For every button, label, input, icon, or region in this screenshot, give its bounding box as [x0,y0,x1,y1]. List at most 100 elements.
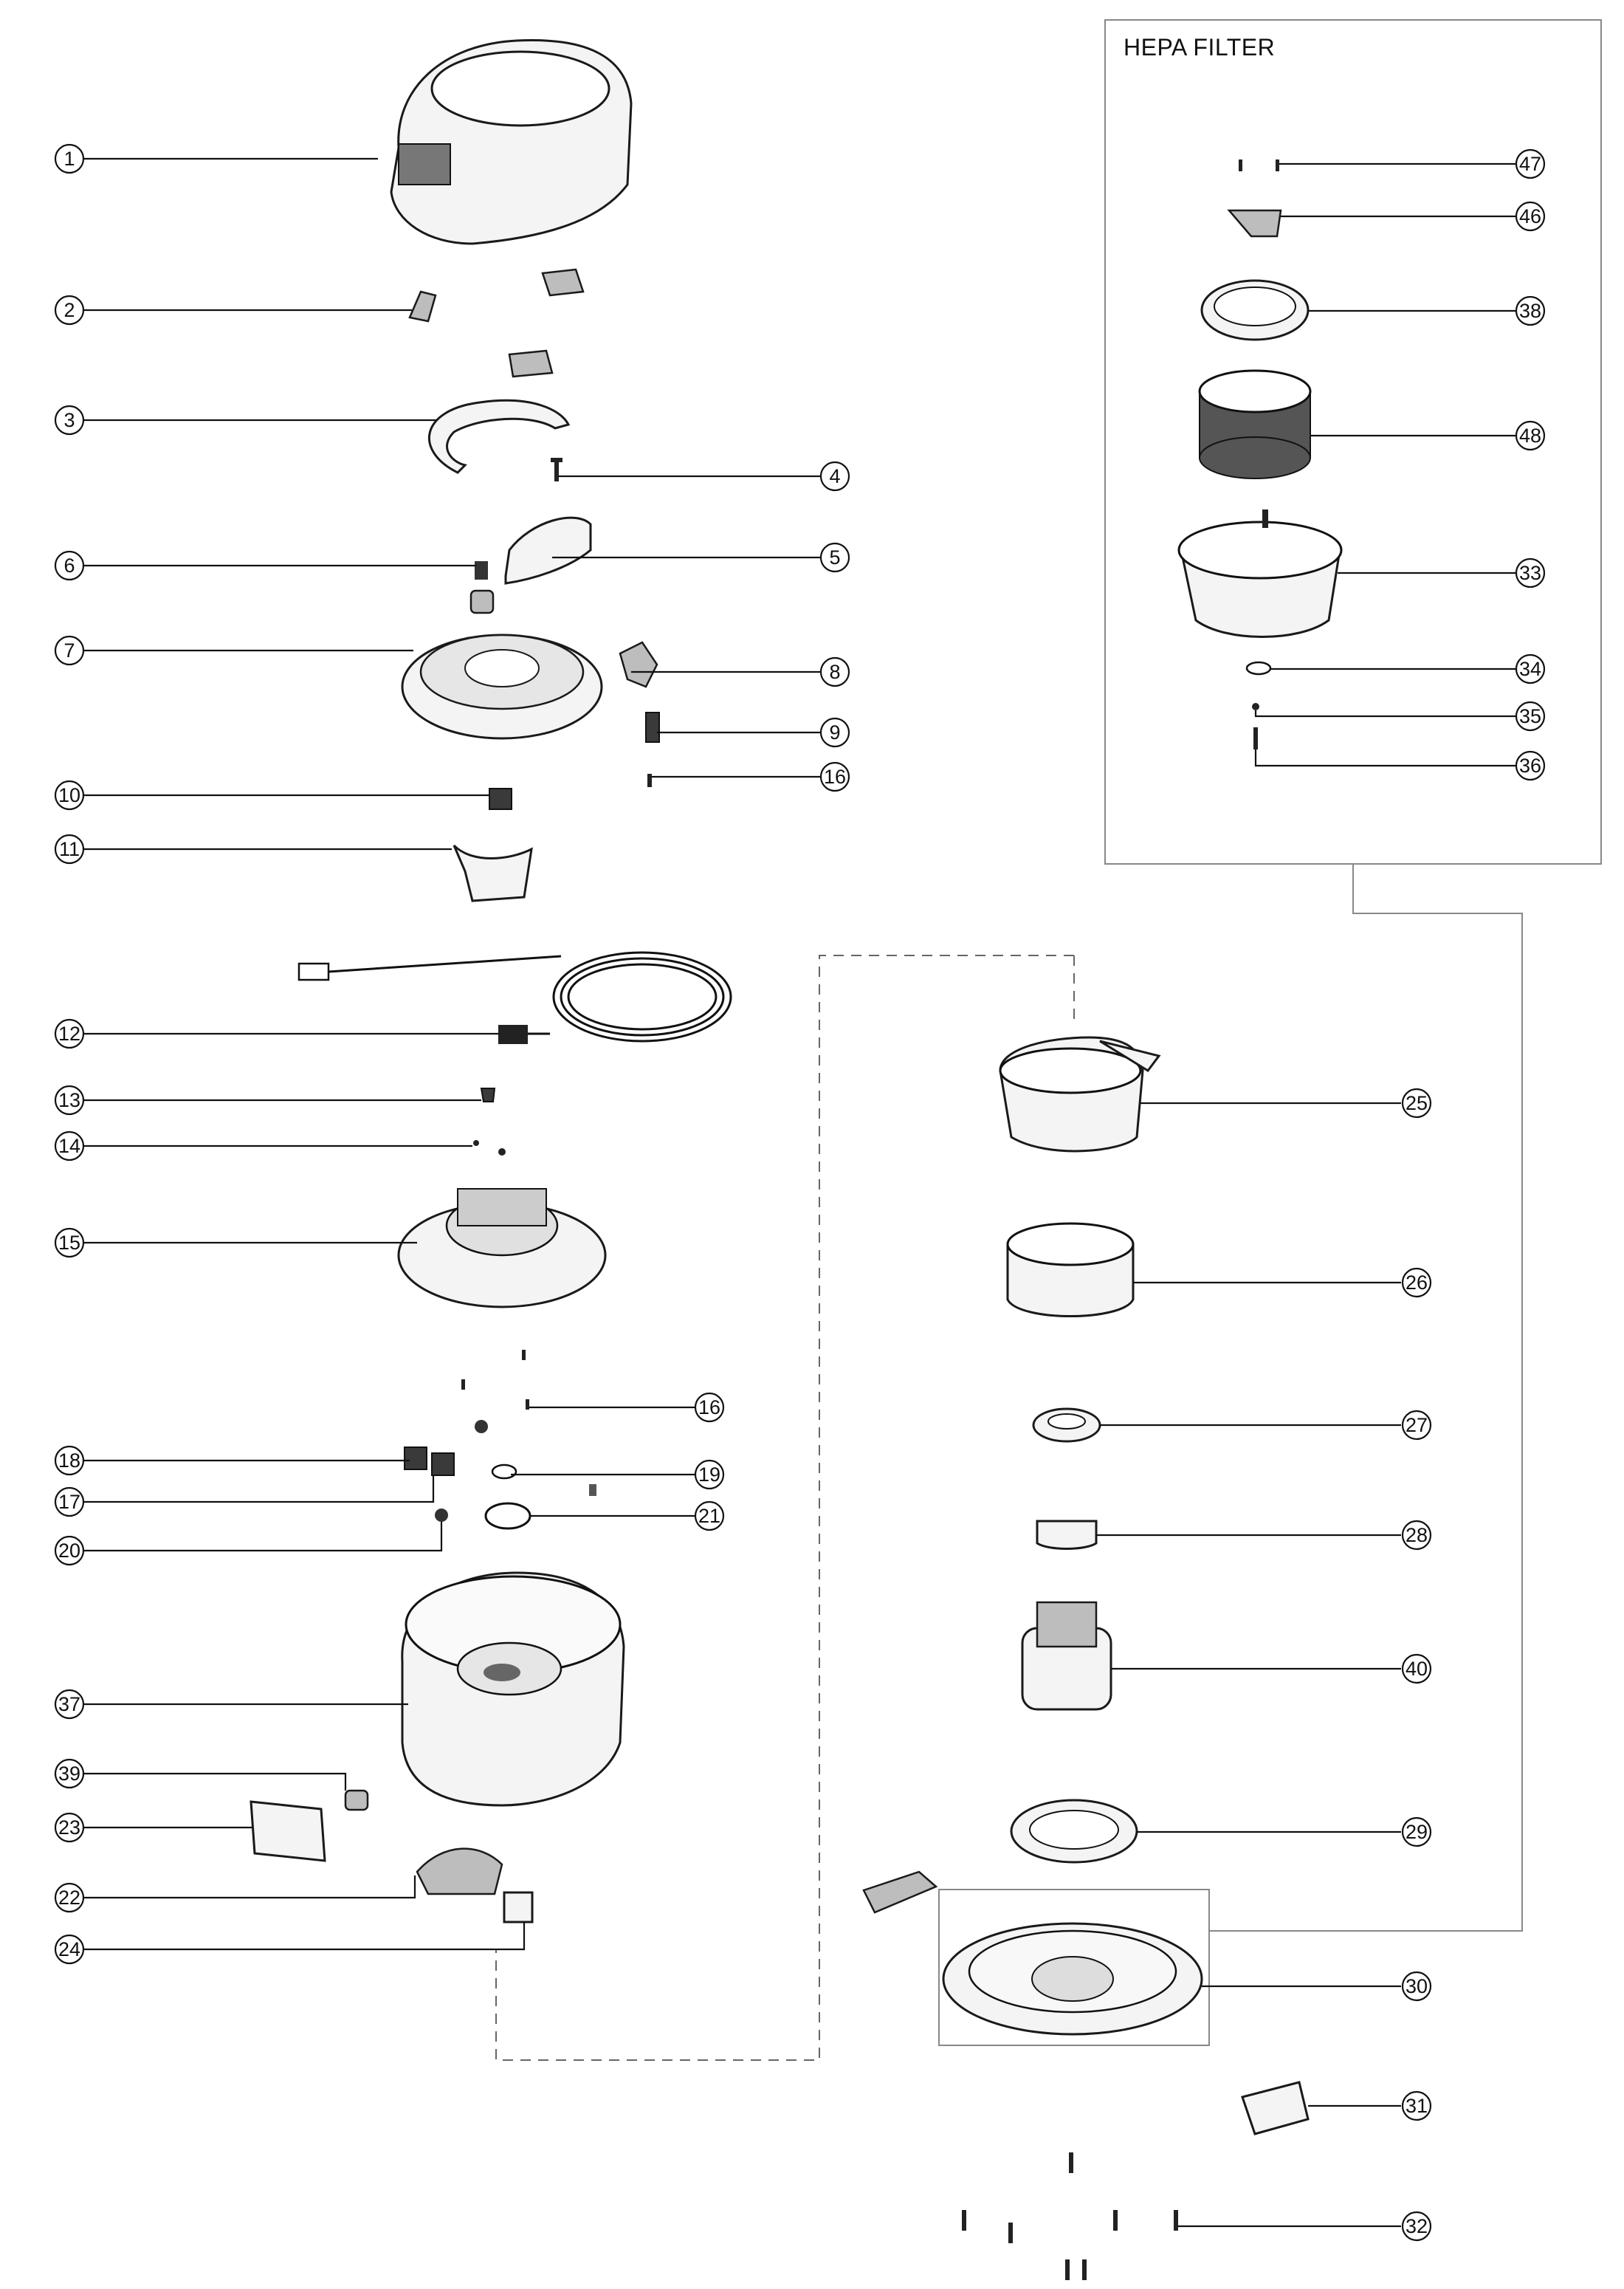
callout-29: 29 [1401,1816,1432,1847]
part-5-latch [504,516,592,585]
callout-16-lower: 16 [694,1392,725,1423]
svg-text:35: 35 [1519,705,1541,727]
svg-text:6: 6 [63,555,75,577]
part-side-bracket [862,1870,938,1914]
part-6-knob [469,561,495,614]
hepa-connector-line [1209,864,1523,1932]
part-14b-washer [498,1148,506,1156]
svg-text:39: 39 [58,1763,80,1785]
svg-text:4: 4 [829,465,840,487]
svg-text:1: 1 [63,148,75,170]
part-47-screw-b [1276,159,1279,171]
svg-text:29: 29 [1405,1821,1428,1843]
part-3-ring-clamp [428,399,571,474]
callout-22: 22 [54,1882,85,1913]
part-29-seal-ring [1010,1799,1138,1864]
part-7-mounting-disk [401,634,603,740]
svg-text:37: 37 [58,1693,80,1715]
part-10-connector [489,788,512,810]
svg-text:19: 19 [698,1463,720,1486]
part-22-grill [416,1847,503,1895]
svg-text:28: 28 [1405,1524,1428,1546]
callout-40: 40 [1401,1653,1432,1684]
base-highlight-frame [938,1889,1210,2046]
svg-text:15: 15 [58,1232,80,1254]
callout-20: 20 [54,1535,85,1566]
svg-text:20: 20 [58,1540,80,1562]
callout-33: 33 [1515,557,1546,588]
callout-35: 35 [1515,701,1546,732]
callout-14: 14 [54,1130,85,1161]
part-38-filter-gasket [1200,279,1310,341]
callout-26: 26 [1401,1267,1432,1298]
part-31-foot-clip [1241,2081,1310,2135]
callout-31: 31 [1401,2090,1432,2121]
part-28-collar [1036,1520,1098,1550]
hepa-filter-title: HEPA FILTER [1124,34,1275,61]
svg-text:3: 3 [63,409,75,431]
svg-text:12: 12 [58,1023,80,1045]
callout-23: 23 [54,1812,85,1843]
svg-text:34: 34 [1519,658,1541,680]
callout-37: 37 [54,1689,85,1720]
svg-text:9: 9 [829,721,840,744]
part-47-screw-a [1239,159,1242,171]
leader-lines [83,157,1515,2228]
part-30-base [942,1922,1203,2036]
callout-27: 27 [1401,1410,1432,1441]
part-39-bushing [344,1789,369,1811]
svg-text:36: 36 [1519,755,1541,777]
callout-8: 8 [819,656,850,687]
svg-text:7: 7 [63,639,75,662]
callout-17: 17 [54,1486,85,1517]
callout-16-upper: 16 [819,761,850,792]
assembly-dash-line-2 [495,955,1074,2061]
callout-19: 19 [694,1459,725,1490]
callout-25: 25 [1401,1088,1432,1119]
callout-39: 39 [54,1758,85,1789]
part-16-screws-cluster [461,1350,529,1433]
part-17-rocker-switch [431,1452,455,1476]
svg-text:30: 30 [1405,1975,1428,1997]
part-9-switch [645,712,660,743]
part-19-o-ring [491,1463,517,1480]
svg-text:23: 23 [58,1816,80,1839]
svg-text:8: 8 [829,661,840,683]
callout-34: 34 [1515,653,1546,684]
svg-text:10: 10 [58,784,80,806]
callout-3: 3 [54,405,85,436]
part-12-power-cord [297,951,732,1044]
callout-10: 10 [54,780,85,811]
callout-46: 46 [1515,201,1546,232]
callout-32: 32 [1401,2211,1432,2242]
part-40-motor [1021,1601,1112,1711]
part-46-bracket [1227,209,1282,238]
svg-text:33: 33 [1519,562,1541,584]
callout-12: 12 [54,1018,85,1049]
callout-36: 36 [1515,750,1546,781]
callout-11: 11 [54,834,85,865]
svg-text:25: 25 [1405,1092,1428,1114]
part-small-spacer [589,1484,596,1496]
part-32-screws [962,2152,1178,2280]
part-26-sleeve [1006,1222,1135,1317]
svg-text:16: 16 [698,1396,720,1418]
part-14-washer [473,1140,479,1146]
svg-text:5: 5 [829,546,840,569]
svg-text:31: 31 [1405,2095,1428,2117]
part-13-small-clip [480,1088,496,1102]
svg-text:11: 11 [59,838,80,860]
callout-48: 48 [1515,420,1546,451]
part-8-bracket [619,641,658,688]
svg-text:32: 32 [1405,2215,1428,2237]
part-16-screw-upper [647,774,652,787]
callout-7: 7 [54,635,85,666]
part-2c-clip [508,349,554,378]
callout-38: 38 [1515,295,1546,326]
svg-text:2: 2 [63,299,75,321]
part-35-nut [1252,703,1259,710]
callout-21: 21 [694,1500,725,1531]
part-25-collector-ring [999,1036,1161,1153]
part-2-clip [408,290,437,323]
